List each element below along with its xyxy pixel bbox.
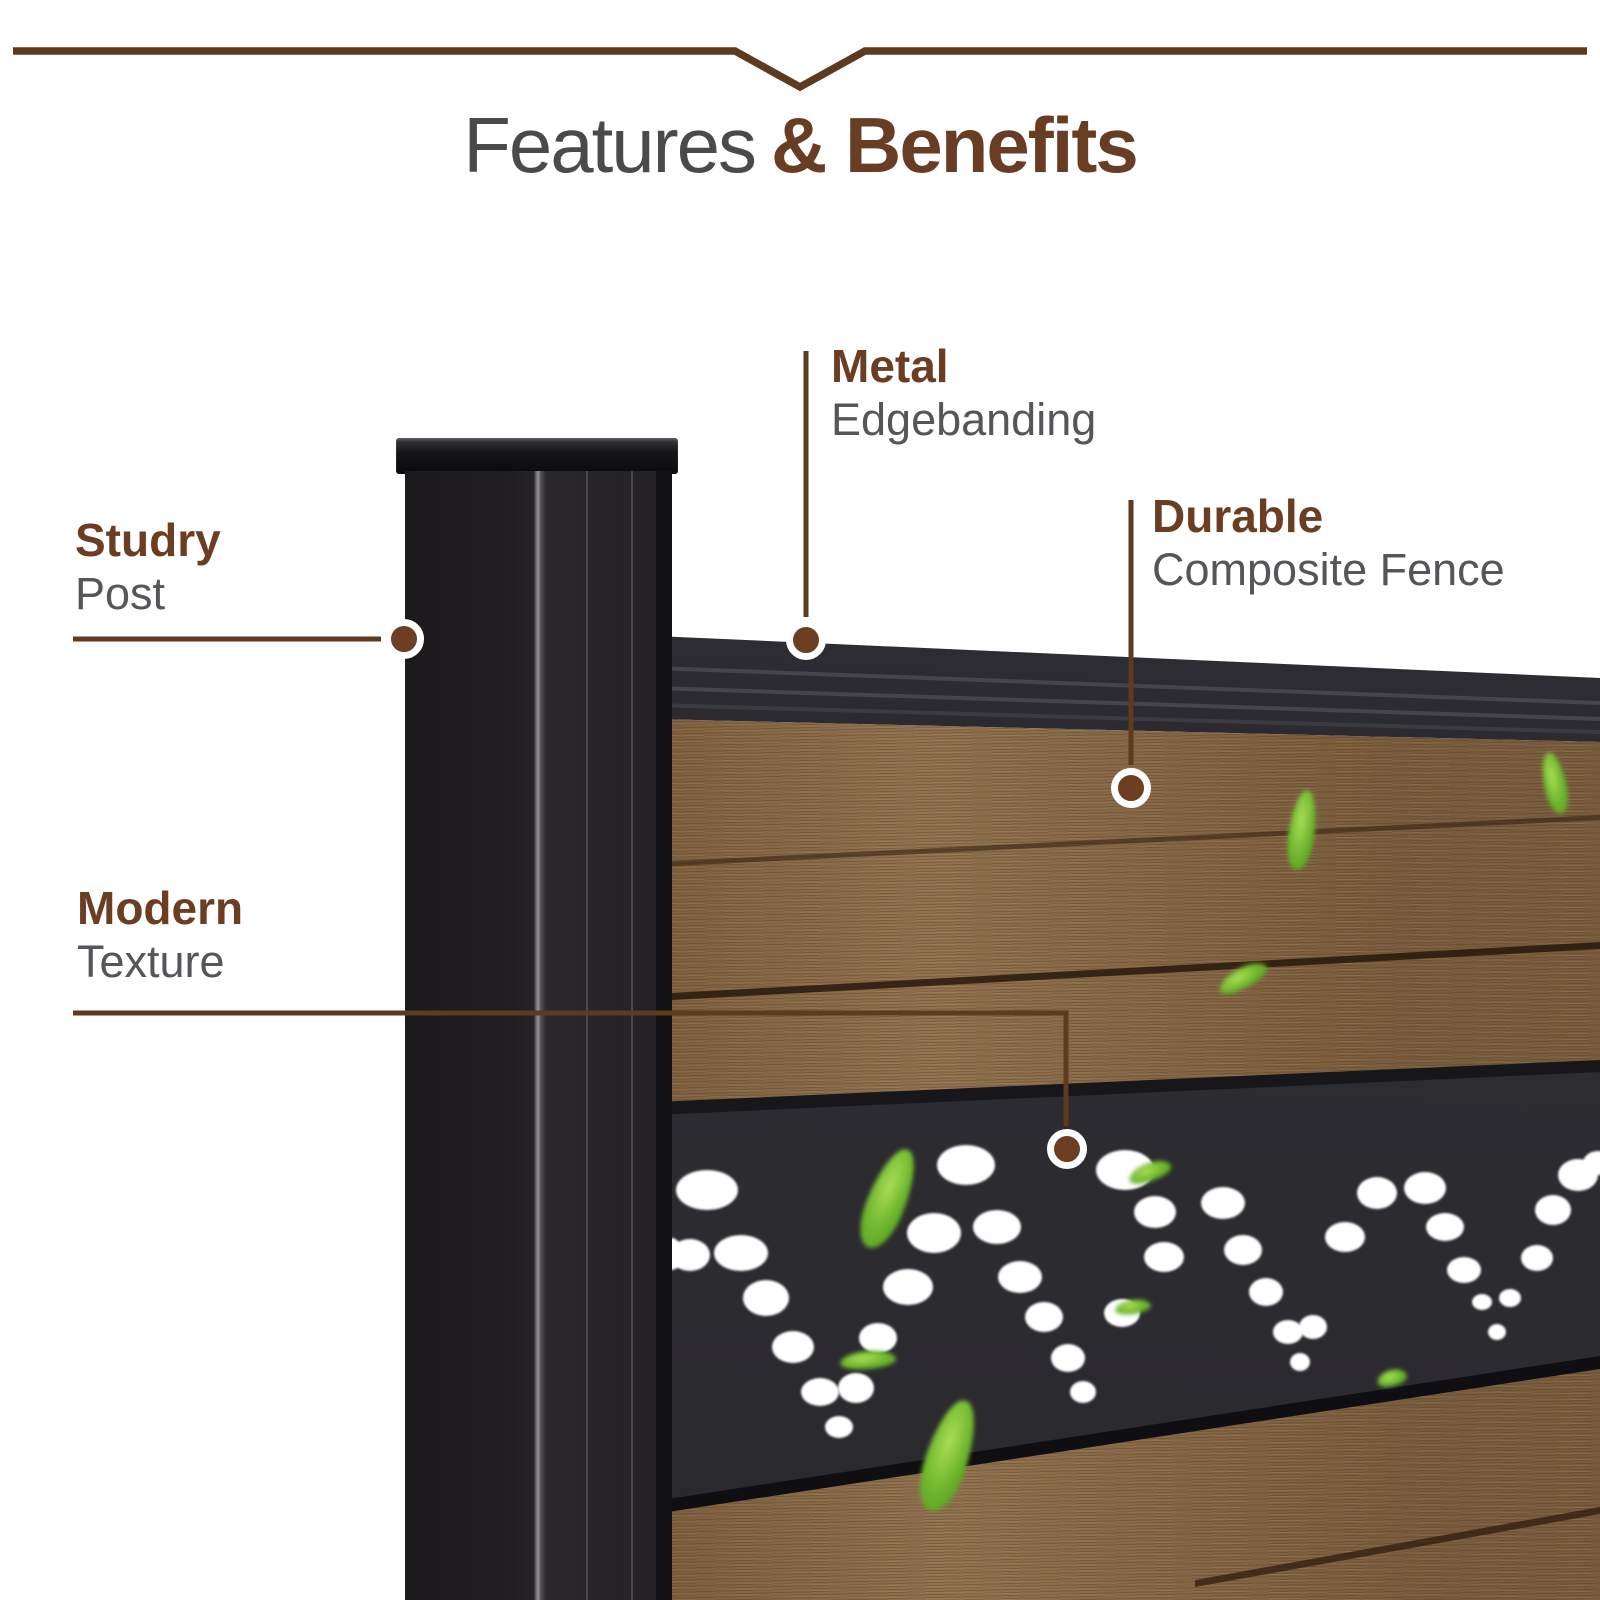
perforation-dot xyxy=(1299,1315,1327,1339)
perforation-dot xyxy=(1025,1302,1063,1332)
perforation-dot xyxy=(1070,1381,1096,1403)
perforation-dot xyxy=(1290,1353,1310,1371)
perforation-dot xyxy=(743,1280,789,1316)
leaf-icon xyxy=(850,1142,926,1254)
floating-leaves-layer xyxy=(655,630,1600,1600)
perforation-dot xyxy=(907,1213,961,1253)
callout-label-metal-edgebanding: Metal Edgebanding xyxy=(831,340,1096,446)
perforation-dot xyxy=(1144,1242,1184,1272)
perforation-dot xyxy=(676,1170,738,1210)
callout-label-sturdy-post: Studry Post xyxy=(75,514,221,620)
header-divider-chevron-line xyxy=(13,47,1587,92)
callout-subtext: Texture xyxy=(77,935,225,987)
perforation-dot xyxy=(772,1331,814,1363)
perforation-dot xyxy=(714,1235,768,1271)
perforation-dot xyxy=(1447,1257,1481,1283)
title-regular-part: Features xyxy=(463,101,757,189)
perforation-dot xyxy=(1224,1235,1262,1265)
perforation-dot xyxy=(1488,1324,1506,1340)
leaf-icon xyxy=(1283,788,1321,872)
perforation-dot xyxy=(998,1261,1042,1293)
leaf-icon xyxy=(910,1393,986,1517)
perforation-dot xyxy=(937,1145,995,1185)
leaf-icon xyxy=(1215,956,1271,1000)
callout-subtext: Post xyxy=(75,567,166,619)
leaf-icon xyxy=(1126,1156,1174,1188)
perforation-dots-layer xyxy=(655,630,1600,1600)
callout-keyword: Studry xyxy=(75,514,221,566)
perforation-dot xyxy=(1472,1294,1492,1310)
callout-subtext: Edgebanding xyxy=(831,393,1097,445)
callout-subtext: Composite Fence xyxy=(1152,543,1505,595)
perforation-dot xyxy=(1521,1245,1553,1271)
perforation-dot xyxy=(1357,1177,1397,1209)
perforation-dot xyxy=(1426,1213,1464,1241)
fence-panel xyxy=(655,630,1600,1600)
callout-keyword: Modern xyxy=(77,882,244,934)
perforation-dot xyxy=(1583,1151,1600,1175)
perforation-dot xyxy=(859,1323,897,1353)
perforation-dot xyxy=(1499,1289,1521,1307)
callout-label-durable-composite: Durable Composite Fence xyxy=(1152,490,1505,596)
perforation-dot xyxy=(1201,1187,1245,1219)
leaf-icon xyxy=(1537,750,1573,816)
perforation-dot xyxy=(801,1378,839,1406)
perforation-dot xyxy=(1134,1196,1176,1228)
callout-keyword: Durable xyxy=(1152,490,1324,542)
leaf-icon xyxy=(1114,1297,1152,1317)
page-title: Features& Benefits xyxy=(0,100,1600,191)
perforation-dot xyxy=(1273,1320,1303,1344)
perforation-dot xyxy=(838,1373,874,1403)
perforation-dot xyxy=(825,1416,853,1438)
fence-post xyxy=(405,471,672,1600)
perforation-dot xyxy=(1051,1344,1085,1372)
perforation-dot xyxy=(670,1239,710,1271)
leaf-icon xyxy=(839,1348,897,1372)
perforation-dot xyxy=(973,1210,1021,1244)
callout-label-modern-texture: Modern Texture xyxy=(77,882,243,988)
leaf-icon xyxy=(1375,1366,1409,1390)
perforation-dot xyxy=(1404,1172,1446,1204)
perforation-dot xyxy=(883,1269,933,1305)
callout-keyword: Metal xyxy=(831,340,949,392)
post-cap xyxy=(396,438,678,474)
title-bold-part: & Benefits xyxy=(771,101,1139,189)
perforation-dot xyxy=(1249,1278,1283,1306)
perforation-dot xyxy=(1325,1222,1365,1252)
perforation-dot xyxy=(1535,1195,1571,1225)
